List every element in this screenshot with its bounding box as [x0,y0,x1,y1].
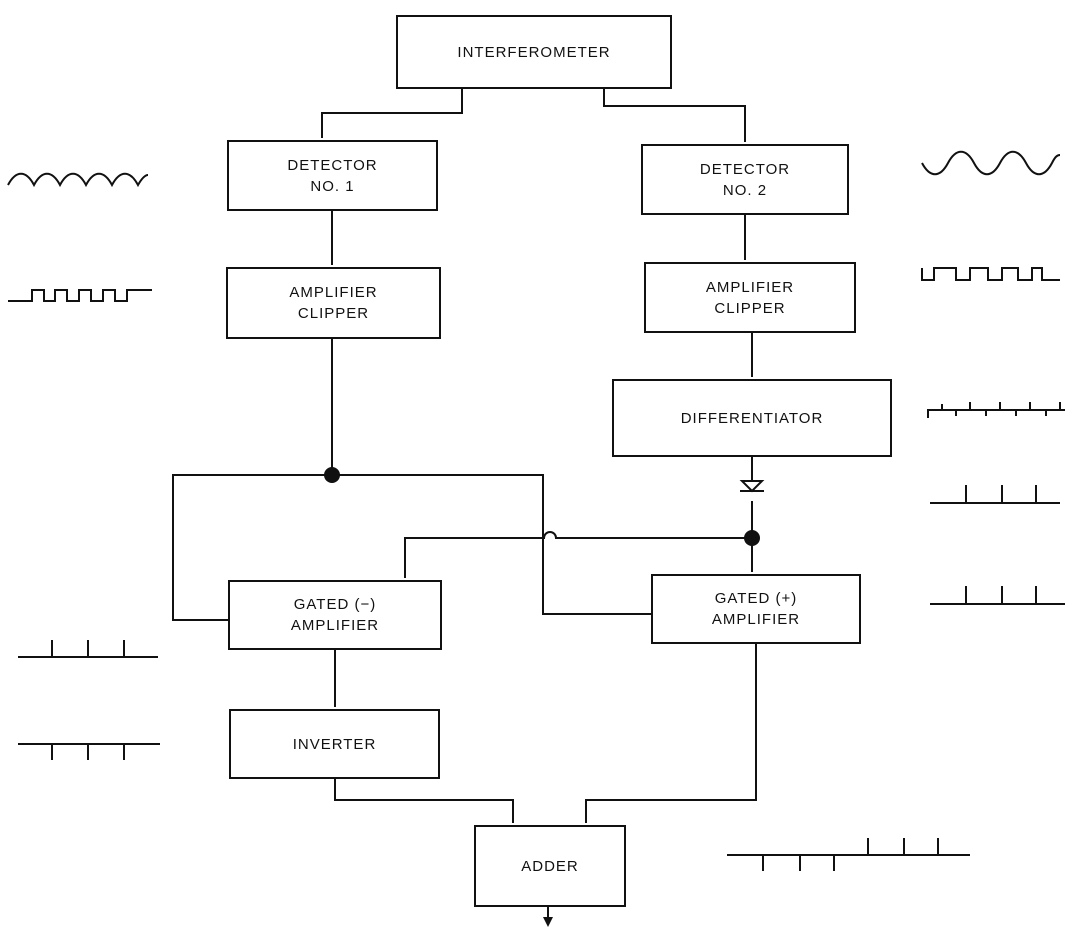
wire-junction1-gated-pos-gate [332,474,651,615]
waveform-bipolar-spikes [927,402,1065,418]
gated-positive-amplifier-block: GATED (+) AMPLIFIER [651,574,861,644]
adder-label: ADDER [521,857,579,875]
amplifier-clipper-2-label-line-1: AMPLIFIER [705,278,795,296]
wire-junction2-gated-neg-gate [404,531,752,578]
waveform-positive-spikes-gated-neg [18,640,158,658]
gated-negative-label-line-2: AMPLIFIER [290,617,380,634]
detector-2-label-line-2: NO. 2 [722,181,768,199]
interferometer-block: INTERFEROMETER [396,15,672,89]
amplifier-clipper-1-label-line-2: CLIPPER [297,305,370,322]
detector-1-label-line-1: DETECTOR [287,156,378,174]
amplifier-clipper-1-label-line-1: AMPLIFIER [289,284,378,301]
gated-positive-label-line-1: GATED (+) [714,590,798,607]
inverter-block: INVERTER [229,709,440,779]
inverter-label: INVERTER [292,735,377,753]
detector-2-block: DETECTOR NO. 2 [641,144,849,215]
diode-triangle [739,480,765,493]
wire-junction1-gated-neg [172,474,332,621]
detector-1-block: DETECTOR NO. 1 [227,140,438,211]
junction-dot-1 [324,467,340,483]
waveform-square-right [921,267,1060,281]
wire-interferometer-detector2 [603,87,746,142]
adder-block: ADDER [474,825,626,907]
waveform-positive-spikes-gated-pos [930,586,1065,605]
gated-negative-amplifier-block: GATED (−) AMPLIFIER [228,580,442,650]
differentiator-label: DIFFERENTIATOR [680,409,824,427]
waveform-sine-right [921,150,1061,176]
waveform-positive-spikes-diode [930,485,1060,504]
waveform-combined-output [727,838,970,871]
differentiator-block: DIFFERENTIATOR [612,379,892,457]
output-arrow-icon [543,917,553,927]
interferometer-label: INTERFEROMETER [457,43,611,61]
junction-dot-2 [744,530,760,546]
amplifier-clipper-2-label-line-2: CLIPPER [714,299,786,317]
gated-negative-label-line-1: GATED (−) [293,596,377,613]
detector-1-label-line-2: NO. 1 [310,177,355,195]
waveform-square-left [8,289,152,302]
gated-positive-label-line-2: AMPLIFIER [711,611,801,628]
wire-interferometer-detector1 [321,87,463,138]
waveform-sine-left [7,172,149,188]
wire-inverter-adder [334,777,514,823]
amplifier-clipper-2-block: AMPLIFIER CLIPPER [644,262,856,333]
waveform-negative-spikes-inverter [18,743,160,760]
amplifier-clipper-1-block: AMPLIFIER CLIPPER [226,267,441,339]
wire-gated-pos-adder [585,642,757,823]
detector-2-label-line-1: DETECTOR [699,160,791,178]
